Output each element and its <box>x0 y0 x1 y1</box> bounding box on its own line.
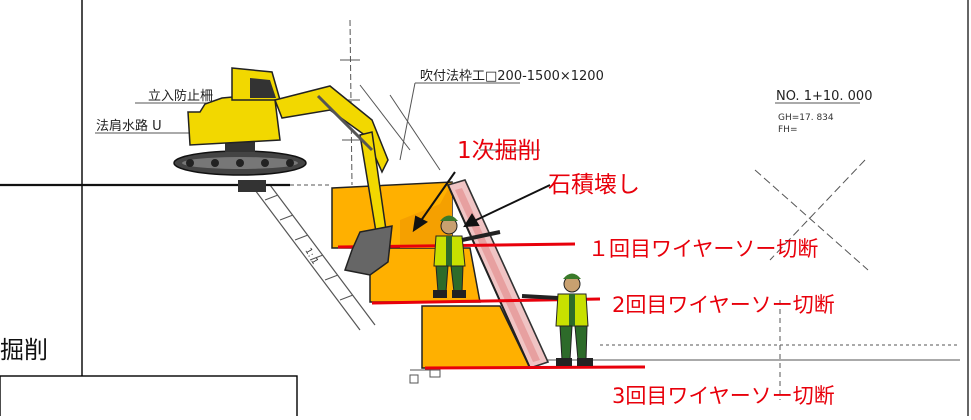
station-label: NO. 1+10. 000 <box>776 89 872 104</box>
gh-label: GH=17. 834 <box>778 113 834 123</box>
stone-wall <box>446 179 550 369</box>
frame-label: 吹付法枠工□200-1500×1200 <box>420 69 604 84</box>
pointer-arrows <box>412 171 551 233</box>
stone-demolition-label: 石積壊し <box>548 172 640 198</box>
lower-left-panel <box>0 375 298 420</box>
cut-label-3: 3回目ワイヤーソー切断 <box>612 384 835 408</box>
arrow-stone <box>471 184 551 223</box>
excavator-icon <box>173 67 393 276</box>
cut-line-3 <box>424 365 646 370</box>
cad-background <box>95 19 960 400</box>
first-excavation-label: 1次掘削 <box>457 138 541 164</box>
drain-label: 法肩水路 U <box>96 118 162 134</box>
left-fragment-label: 掘削 <box>0 336 48 364</box>
worker-upper-icon <box>433 215 501 298</box>
cut-label-1: １回目ワイヤーソー切断 <box>588 237 818 261</box>
worker-lower-icon <box>521 273 593 366</box>
drawing-frame <box>81 0 969 416</box>
fh-label: FH= <box>778 125 798 135</box>
barrier-label: 立入防止柵 <box>148 88 213 104</box>
cut-label-2: 2回目ワイヤーソー切断 <box>612 293 835 317</box>
arrow-excavation <box>419 171 456 223</box>
